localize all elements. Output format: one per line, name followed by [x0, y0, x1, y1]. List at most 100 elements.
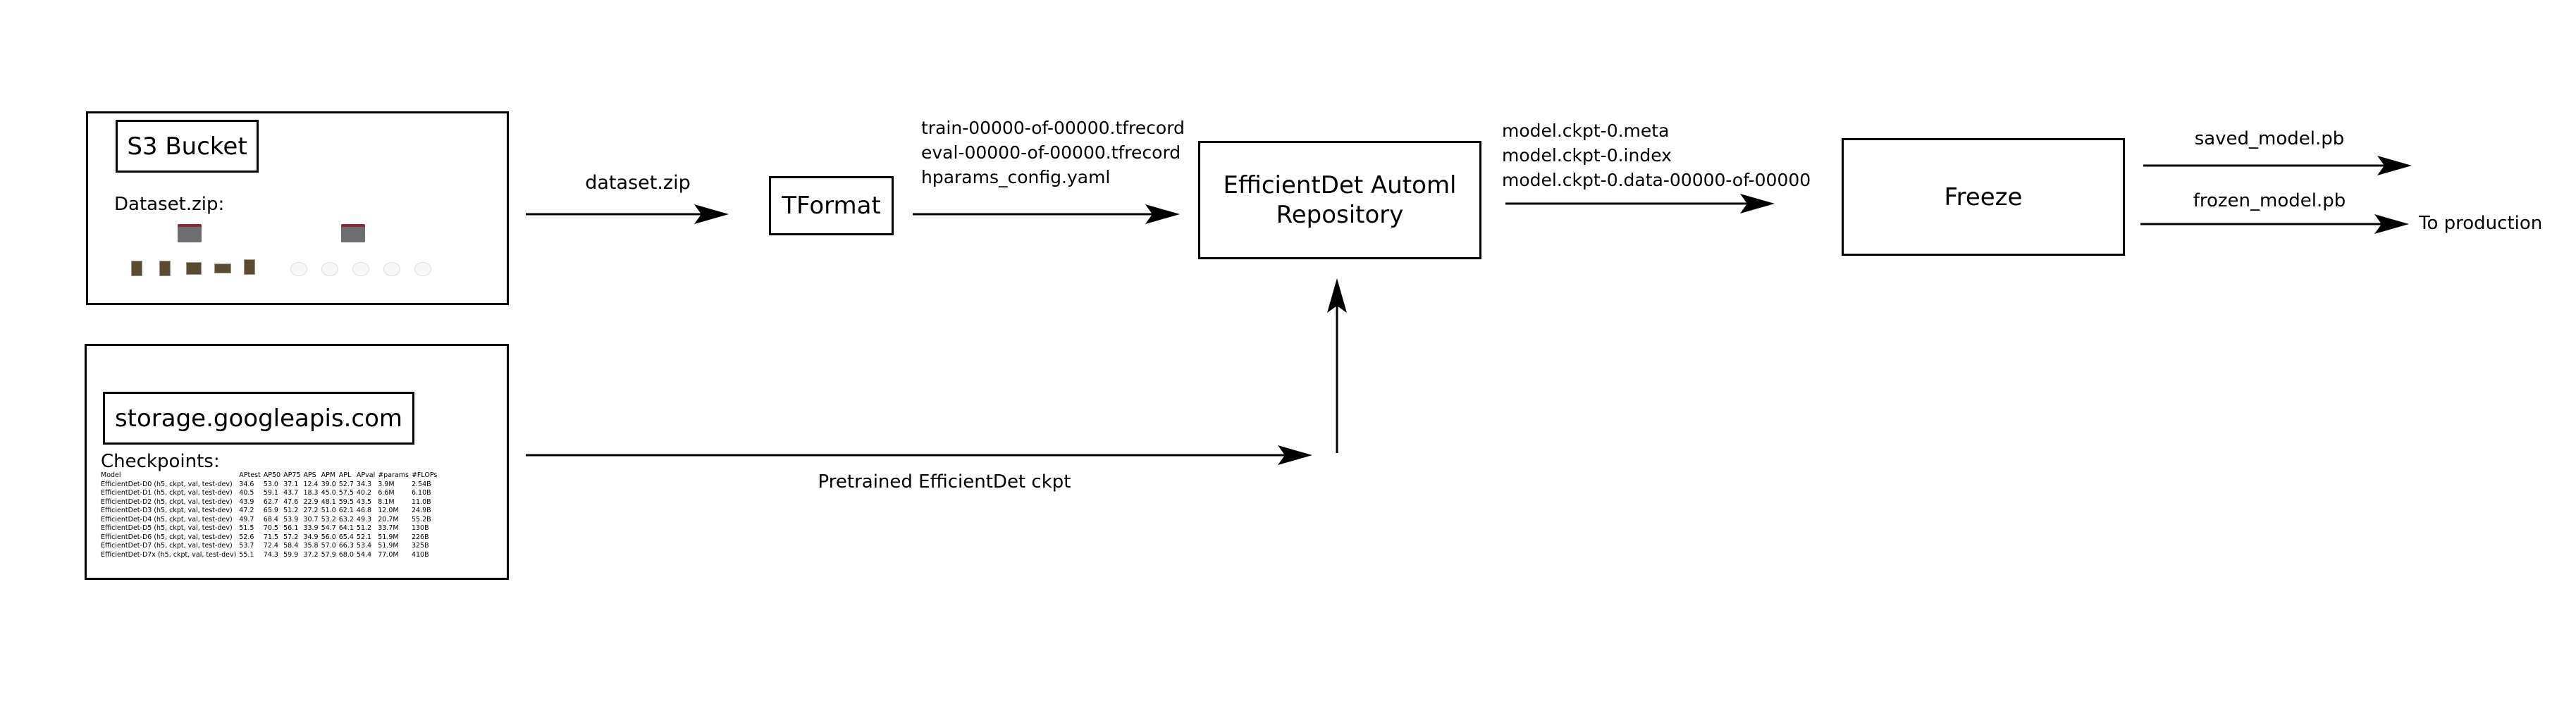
table-cell: 65.9 [263, 507, 278, 514]
image-thumbnail-icon [131, 261, 142, 276]
ckpt-data: model.ckpt-0.data-00000-of-00000 [1502, 170, 1811, 190]
table-row: EfficientDet-D6 (h5, ckpt, val, test-dev… [101, 533, 440, 543]
table-cell: 46.8 [356, 507, 372, 514]
automl-repo-node: EfficientDet Automl Repository [1198, 141, 1481, 259]
edge-label-ckpt-files: model.ckpt-0.meta model.ckpt-0.index mod… [1502, 118, 1811, 192]
table-cell: 70.5 [263, 524, 278, 532]
table-cell: 56.1 [283, 524, 299, 532]
table-cell: 37.1 [283, 480, 299, 488]
table-cell: 49.7 [239, 515, 254, 524]
table-cell: 39.0 [321, 480, 336, 488]
table-header-cell: #FLOPs [411, 471, 438, 479]
table-cell: 53.4 [356, 542, 372, 550]
table-cell: 20.7M [378, 515, 399, 524]
table-cell: 226B [411, 533, 429, 541]
table-cell: 34.9 [303, 533, 319, 541]
table-cell: 57.9 [321, 550, 336, 559]
table-cell: 8.1M [378, 497, 395, 506]
tfrecord-train: train-00000-of-00000.tfrecord [921, 118, 1185, 138]
table-row: EfficientDet-D2 (h5, ckpt, val, test-dev… [101, 498, 440, 507]
table-cell: 48.1 [321, 497, 336, 506]
table-cell: 6.6M [378, 489, 395, 497]
table-cell: 52.7 [338, 480, 354, 488]
file-icon [352, 262, 369, 276]
gcs-storage-panel [85, 344, 509, 580]
image-thumbnail-icon [159, 261, 171, 276]
table-cell: 63.2 [338, 515, 354, 524]
table-cell: 11.0B [411, 497, 431, 506]
table-cell: 74.3 [263, 550, 278, 559]
table-cell: 43.7 [283, 489, 299, 497]
table-cell: 57.2 [283, 533, 299, 541]
freeze-node: Freeze [1842, 138, 2125, 256]
table-row: EfficientDet-D4 (h5, ckpt, val, test-dev… [101, 516, 440, 525]
table-header-cell: APM [321, 471, 336, 479]
table-cell: 37.2 [303, 550, 319, 559]
tformat-label: TFormat [782, 192, 881, 220]
edge-label-frozen-model: frozen_model.pb [2193, 190, 2346, 211]
edge-label-saved-model: saved_model.pb [2194, 128, 2345, 149]
gcs-title-box: storage.googleapis.com [103, 392, 414, 445]
table-cell: 59.1 [263, 489, 278, 497]
table-row: EfficientDet-D3 (h5, ckpt, val, test-dev… [101, 507, 440, 516]
table-cell: 45.0 [321, 489, 336, 497]
table-cell: 27.2 [303, 507, 319, 514]
table-header-cell: APL [338, 471, 352, 479]
table-cell: 65.4 [338, 533, 354, 541]
file-icon [321, 262, 338, 276]
table-cell: 43.5 [356, 497, 372, 506]
s3-bucket-title-box: S3 Bucket [116, 120, 259, 173]
table-cell: 52.6 [239, 533, 254, 541]
table-header-cell: APval [356, 471, 376, 479]
table-header-cell: APtest [239, 471, 261, 479]
table-cell: 55.2B [411, 515, 431, 524]
table-cell: 62.1 [338, 507, 354, 514]
table-cell: 40.5 [239, 489, 254, 497]
file-icon [290, 262, 307, 276]
table-header-cell: APS [303, 471, 316, 479]
edge-label-tfrecords: train-00000-of-00000.tfrecord eval-00000… [921, 116, 1185, 190]
ckpt-index: model.ckpt-0.index [1502, 145, 1672, 166]
table-cell: 57.5 [338, 489, 354, 497]
model-name-cell: EfficientDet-D4 (h5, ckpt, val, test-dev… [101, 515, 233, 524]
table-cell: 72.4 [263, 542, 278, 550]
file-icon [414, 262, 431, 276]
table-cell: 68.0 [338, 550, 354, 559]
automl-repo-label-line1: EfficientDet Automl [1223, 171, 1457, 199]
table-header-cell: AP50 [263, 471, 281, 479]
table-cell: 410B [411, 550, 429, 559]
edge-label-dataset: dataset.zip [585, 172, 691, 194]
table-cell: 325B [411, 542, 429, 550]
table-cell: 22.9 [303, 497, 319, 506]
model-name-cell: EfficientDet-D7 (h5, ckpt, val, test-dev… [101, 542, 233, 550]
table-cell: 3.9M [378, 480, 395, 488]
to-production-label: To production [2419, 213, 2543, 234]
table-cell: 57.0 [321, 542, 336, 550]
table-cell: 34.3 [356, 480, 372, 488]
edge-label-pretrained: Pretrained EfficientDet ckpt [818, 471, 1071, 493]
model-name-cell: EfficientDet-D1 (h5, ckpt, val, test-dev… [101, 489, 233, 497]
model-name-cell: EfficientDet-D3 (h5, ckpt, val, test-dev… [101, 507, 233, 514]
table-cell: 59.9 [283, 550, 299, 559]
table-header-cell: Model [101, 471, 121, 479]
table-header-cell: #params [378, 471, 409, 479]
table-cell: 68.4 [263, 515, 278, 524]
table-row: EfficientDet-D1 (h5, ckpt, val, test-dev… [101, 489, 440, 498]
table-cell: 47.2 [239, 507, 254, 514]
table-cell: 51.9M [378, 542, 399, 550]
table-cell: 55.1 [239, 550, 254, 559]
hparams-config: hparams_config.yaml [921, 167, 1111, 187]
model-name-cell: EfficientDet-D0 (h5, ckpt, val, test-dev… [101, 480, 233, 488]
table-cell: 30.7 [303, 515, 319, 524]
dataset-label: Dataset.zip: [114, 194, 225, 215]
s3-bucket-title: S3 Bucket [127, 132, 247, 161]
table-cell: 51.5 [239, 524, 254, 532]
table-cell: 43.9 [239, 497, 254, 506]
table-cell: 66.3 [338, 542, 354, 550]
table-cell: 53.7 [239, 542, 254, 550]
tfrecord-eval: eval-00000-of-00000.tfrecord [921, 142, 1181, 163]
table-cell: 47.6 [283, 497, 299, 506]
table-cell: 52.1 [356, 533, 372, 541]
table-row: EfficientDet-D7x (h5, ckpt, val, test-de… [101, 551, 440, 560]
table-cell: 64.1 [338, 524, 354, 532]
